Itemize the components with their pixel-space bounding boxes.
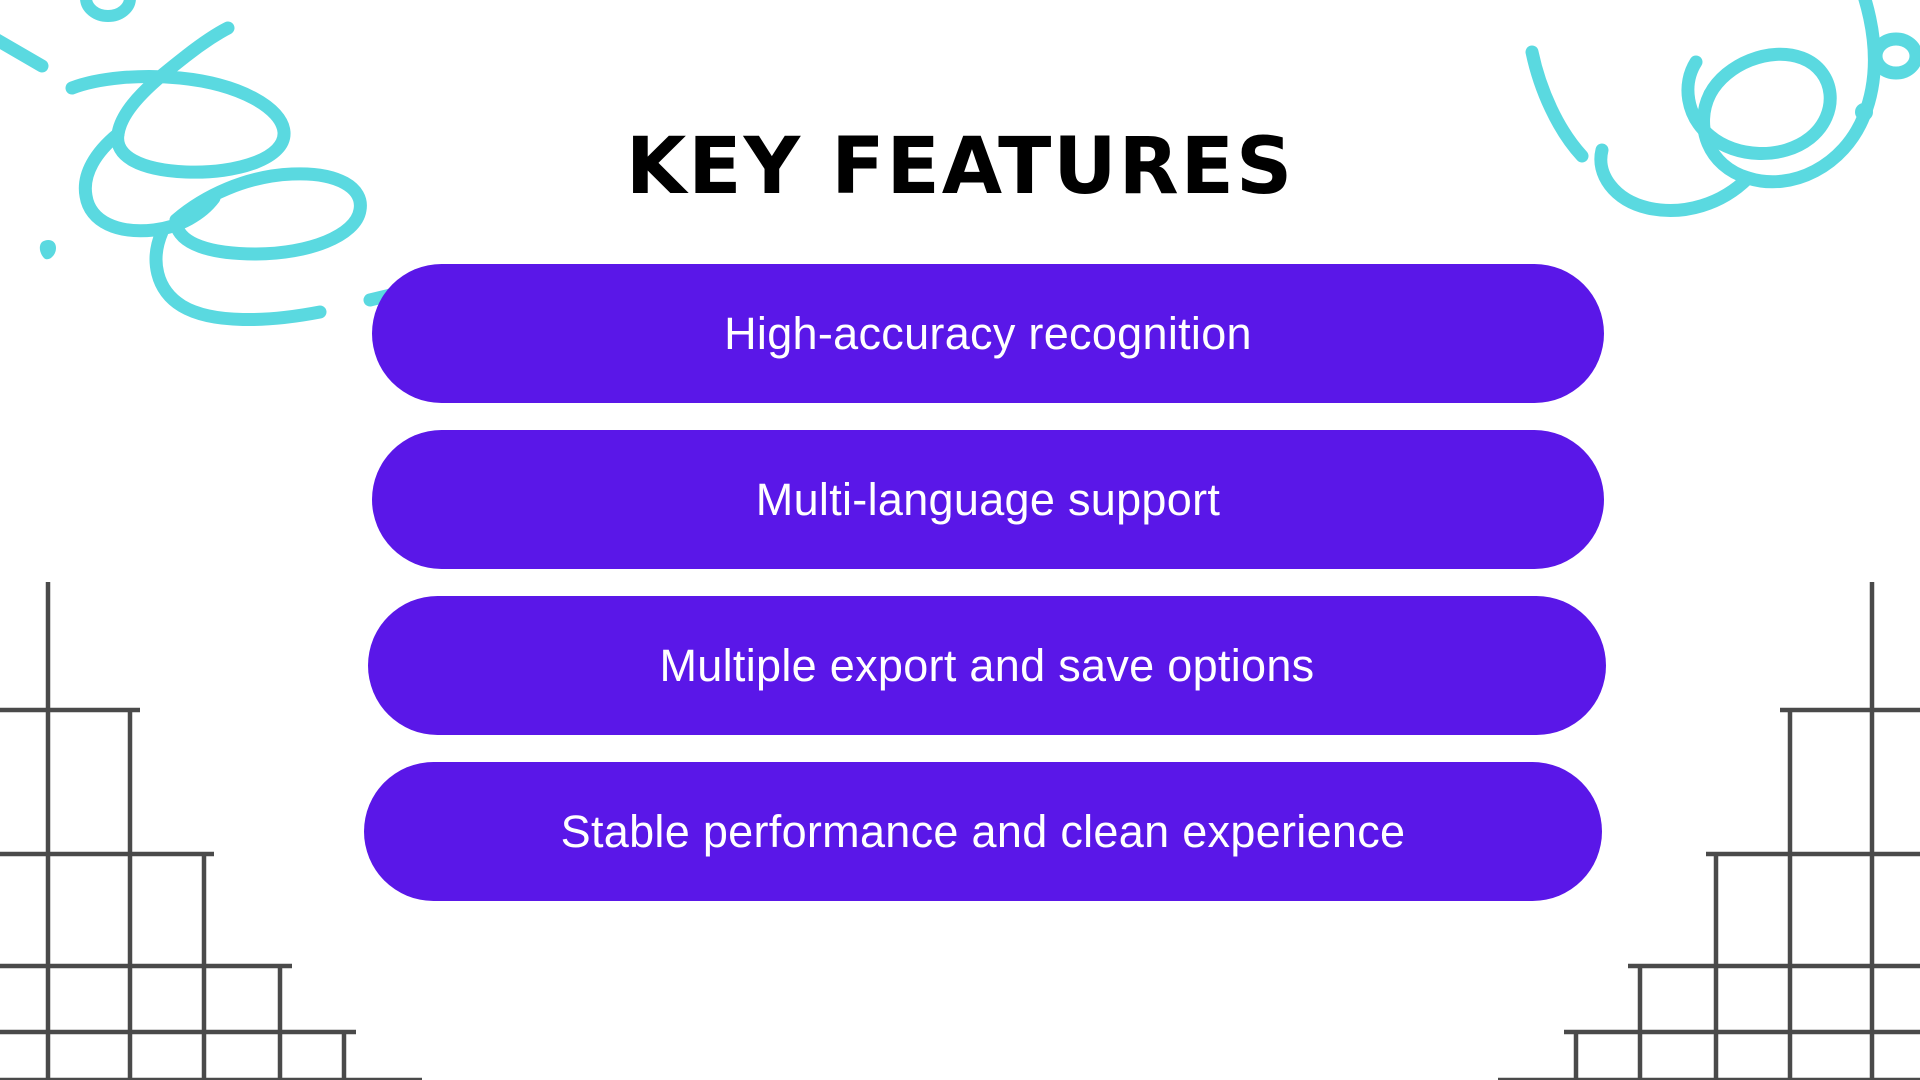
feature-pill-3[interactable]: Multiple export and save options: [368, 596, 1606, 735]
page-title: KEY FEATURES: [625, 122, 1295, 212]
feature-pill-label: High-accuracy recognition: [724, 307, 1252, 359]
feature-pill-1[interactable]: High-accuracy recognition: [372, 264, 1604, 403]
feature-pill-label: Multi-language support: [755, 473, 1221, 525]
feature-pill-2[interactable]: Multi-language support: [372, 430, 1604, 569]
feature-pill-4[interactable]: Stable performance and clean experience: [364, 762, 1602, 901]
feature-pill-label: Multiple export and save options: [659, 639, 1315, 691]
feature-pill-label: Stable performance and clean experience: [560, 805, 1406, 857]
feature-list: High-accuracy recognition Multi-language…: [364, 264, 1606, 901]
